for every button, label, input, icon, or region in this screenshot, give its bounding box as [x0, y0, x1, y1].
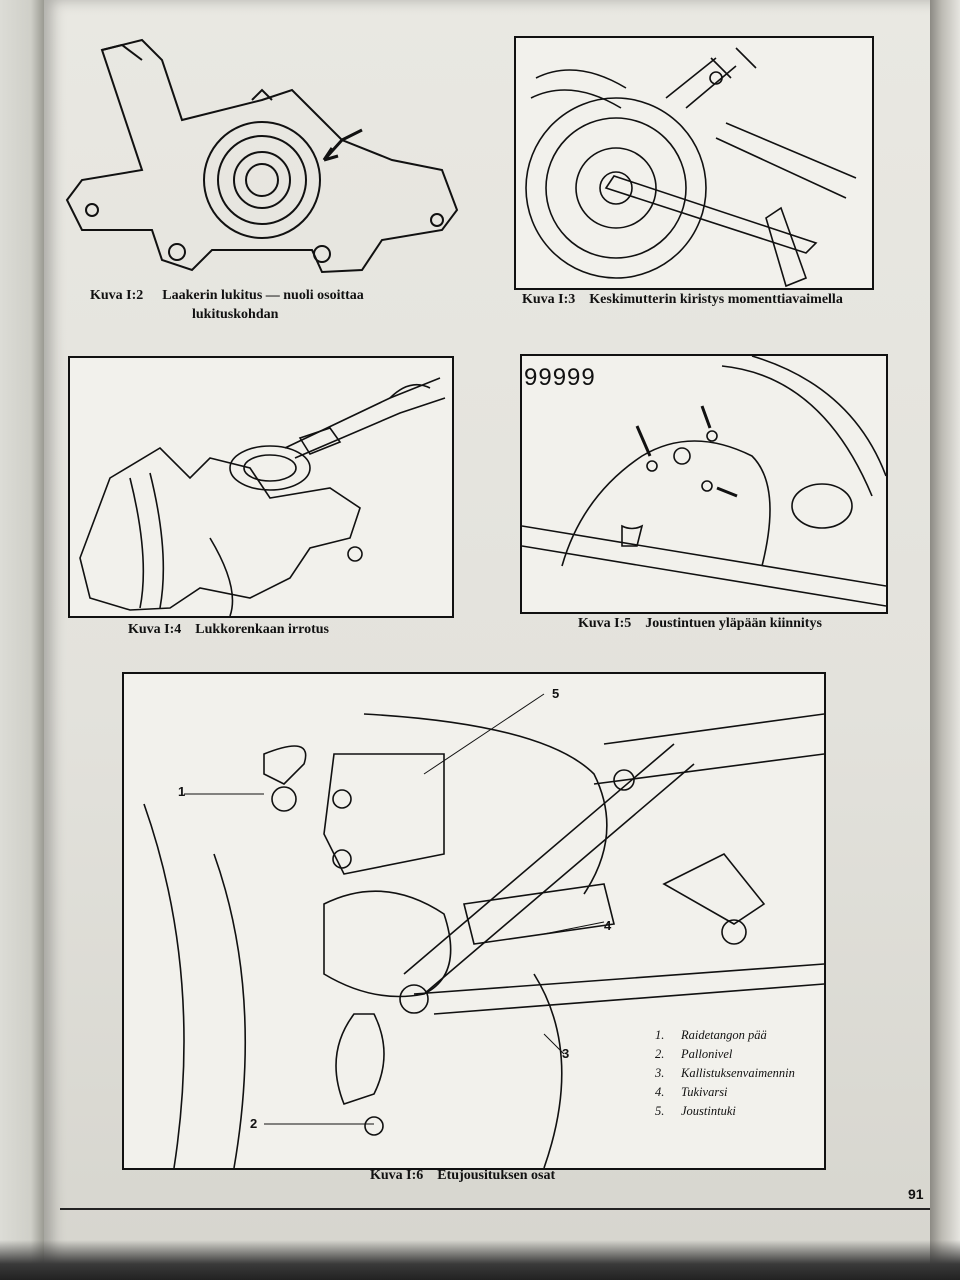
figure-i2-title-line2: lukituskohdan — [192, 307, 279, 322]
figure-i4-caption: Kuva I:4 Lukkorenkaan irrotus — [128, 622, 329, 638]
figure-i2-number: Kuva I:2 — [90, 288, 144, 303]
previous-page-edge — [0, 0, 44, 1280]
figure-i6-callout-1: 1 — [178, 784, 186, 799]
legend-item: 4.Tukivarsi — [655, 1085, 728, 1099]
figure-i6-number: Kuva I:6 — [370, 1168, 424, 1183]
figure-i5-number: Kuva I:5 — [578, 616, 632, 631]
figure-i2-bearing-lock — [62, 20, 466, 282]
figure-i6-callout-3: 3 — [562, 1046, 570, 1061]
figure-i6-title: Etujousituksen osat — [437, 1168, 556, 1183]
figure-i3-title: Keskimutterin kiristys momenttiavaimella — [589, 292, 843, 307]
figure-i6-front-suspension — [122, 672, 826, 1170]
legend-item: 3.Kallistuksenvaimennin — [655, 1066, 795, 1080]
figure-i4-snap-ring-removal — [68, 356, 454, 618]
figure-i3-caption: Kuva I:3 Keskimutterin kiristys momenttia… — [522, 292, 843, 308]
figure-i6-legend: 1.Raidetangon pää 2.Pallonivel 3.Kallist… — [655, 1028, 795, 1123]
bottom-shadow — [0, 1240, 960, 1280]
figure-i3-number: Kuva I:3 — [522, 292, 576, 307]
page-stack-edge — [930, 0, 960, 1280]
legend-item: 1.Raidetangon pää — [655, 1028, 767, 1042]
figure-i5-caption: Kuva I:5 Joustintuen yläpään kiinnitys — [578, 616, 822, 632]
figure-i5-strut-top-mount — [520, 354, 888, 614]
figure-i6-callout-2: 2 — [250, 1116, 258, 1131]
figure-i4-title: Lukkorenkaan irrotus — [195, 622, 329, 637]
legend-item: 2.Pallonivel — [655, 1047, 733, 1061]
figure-i3-torque-wrench — [514, 36, 874, 290]
figure-i5-title: Joustintuen yläpään kiinnitys — [645, 616, 822, 631]
figure-i2-caption: Kuva I:2 Laakerin lukitus — nuoli osoitt… — [90, 286, 364, 324]
page-number: 91 — [908, 1186, 924, 1202]
figure-i2-title: Laakerin lukitus — nuoli osoittaa — [162, 288, 364, 303]
figure-i5-tag-text: 99999 — [524, 364, 596, 391]
legend-item: 5.Joustintuki — [655, 1104, 736, 1118]
figure-i6-callout-5: 5 — [552, 686, 560, 701]
bottom-rule — [60, 1208, 930, 1210]
figure-i6-caption: Kuva I:6 Etujousituksen osat — [370, 1168, 555, 1184]
figure-i6-callout-4: 4 — [604, 918, 612, 933]
figure-i4-number: Kuva I:4 — [128, 622, 182, 637]
